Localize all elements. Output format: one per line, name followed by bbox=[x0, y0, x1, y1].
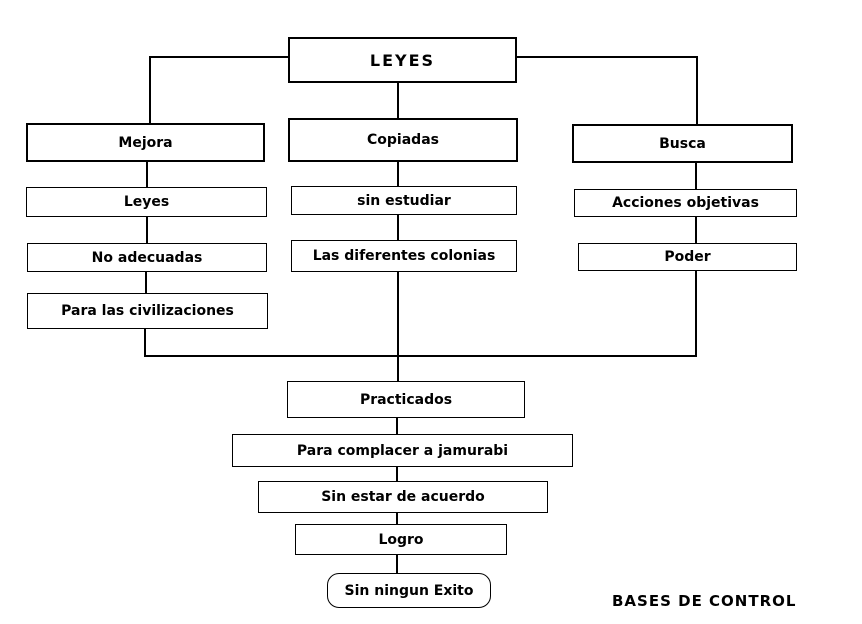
connector-noadecuadas-civilizaciones bbox=[145, 272, 147, 293]
node-logro: Logro bbox=[295, 524, 507, 555]
connector-leyes-left-horizontal bbox=[149, 56, 288, 58]
connector-busca-acciones bbox=[695, 163, 697, 189]
node-acciones-objetivas: Acciones objetivas bbox=[574, 189, 797, 217]
node-leyes: Leyes bbox=[26, 187, 267, 217]
connector-practicados-complacer bbox=[396, 418, 398, 434]
connector-mejora-leyes2 bbox=[146, 162, 148, 187]
connector-leyes-right-vertical bbox=[696, 56, 698, 124]
connector-logro-exito bbox=[396, 555, 398, 573]
connector-acciones-poder bbox=[695, 217, 697, 243]
node-leyes-title: LEYES bbox=[288, 37, 517, 83]
node-poder: Poder bbox=[578, 243, 797, 271]
connector-leyes2-noadecuadas bbox=[146, 217, 148, 243]
connector-leyes-left-vertical bbox=[149, 56, 151, 123]
diagram-caption: BASES DE CONTROL bbox=[612, 592, 797, 610]
node-busca: Busca bbox=[572, 124, 793, 163]
node-para-complacer-a-jamurabi: Para complacer a jamurabi bbox=[232, 434, 573, 467]
node-las-diferentes-colonias: Las diferentes colonias bbox=[291, 240, 517, 272]
node-sin-estudiar: sin estudiar bbox=[291, 186, 517, 215]
connector-copiadas-sinestudiar bbox=[397, 162, 399, 186]
connector-colonias-practicados bbox=[397, 272, 399, 381]
connector-complacer-sinestar bbox=[396, 467, 398, 481]
node-para-las-civilizaciones: Para las civilizaciones bbox=[27, 293, 268, 329]
connector-merge-bus bbox=[144, 355, 697, 357]
node-practicados: Practicados bbox=[287, 381, 525, 418]
node-mejora: Mejora bbox=[26, 123, 265, 162]
node-sin-ningun-exito: Sin ningun Exito bbox=[327, 573, 491, 608]
node-no-adecuadas: No adecuadas bbox=[27, 243, 267, 272]
node-sin-estar-de-acuerdo: Sin estar de acuerdo bbox=[258, 481, 548, 513]
node-copiadas: Copiadas bbox=[288, 118, 518, 162]
connector-sinestar-logro bbox=[396, 513, 398, 524]
connector-poder-drop bbox=[695, 271, 697, 357]
connector-leyes-right-horizontal bbox=[517, 56, 698, 58]
connector-civilizaciones-drop bbox=[144, 329, 146, 357]
connector-leyes-copiadas bbox=[397, 83, 399, 118]
connector-sinestudiar-colonias bbox=[397, 215, 399, 240]
